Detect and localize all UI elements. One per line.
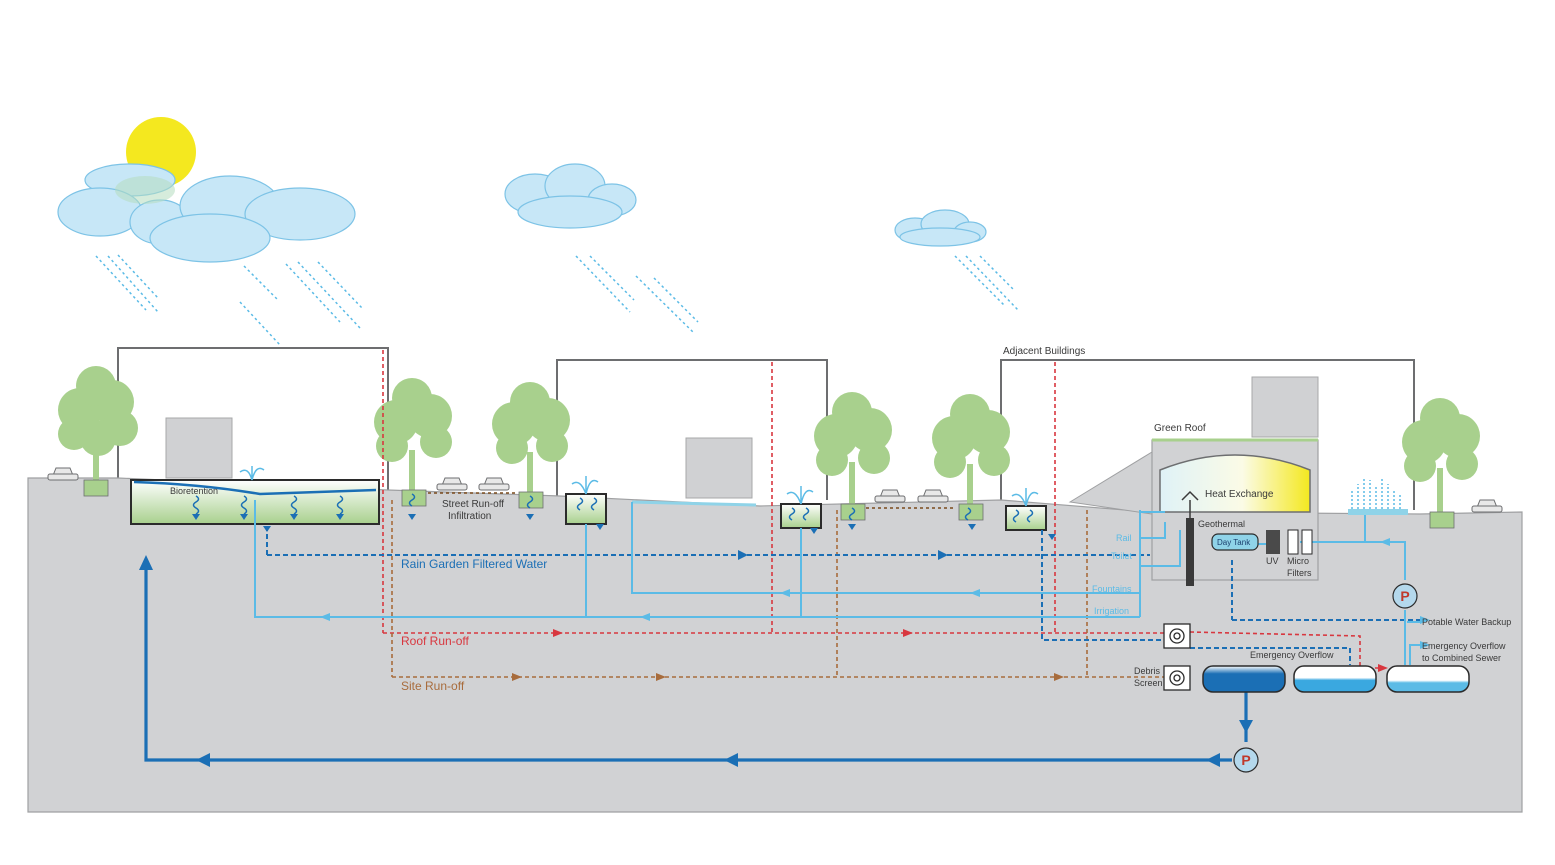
pump-icon: P	[1392, 583, 1418, 609]
overflow-combined-label-1: Emergency Overflow	[1422, 641, 1506, 651]
screen-label: Screen	[1134, 678, 1163, 688]
swale-strip	[631, 500, 757, 507]
irrigation-label: Irrigation	[1094, 606, 1129, 616]
rain-icon	[95, 254, 1019, 346]
fountain-bed	[1348, 509, 1408, 515]
roof-runoff-label: Roof Run-off	[401, 634, 469, 648]
tree-icon	[58, 366, 138, 482]
cloud-medium-icon	[504, 163, 637, 229]
overflow-combined-label-2: to Combined Sewer	[1422, 653, 1501, 663]
debris-screen-icon	[1163, 623, 1191, 691]
drop-arrows	[192, 514, 1056, 540]
roof-runoff-pipes	[382, 350, 1380, 669]
micro-filter-1	[1287, 529, 1299, 555]
toilet-label: Toilet	[1111, 551, 1133, 561]
pump-label: P	[1241, 752, 1250, 768]
trees	[58, 366, 1480, 512]
micro-label: Micro	[1287, 556, 1309, 566]
geothermal-well	[1181, 490, 1199, 586]
building-box-right	[1251, 376, 1319, 438]
building-box-left	[165, 417, 233, 479]
tree-icon	[492, 382, 570, 494]
street-runoff-label: Street Run-off	[442, 499, 504, 510]
return-pipe	[144, 562, 1248, 762]
debris-label: Debris	[1134, 666, 1161, 676]
site-runoff-label: Site Run-off	[401, 679, 465, 693]
bioretention-label: Bioretention	[170, 486, 218, 496]
geothermal-label: Geothermal	[1198, 519, 1245, 529]
cistern-2	[1293, 665, 1377, 693]
filters-label: Filters	[1287, 568, 1312, 578]
rail-label: Rail	[1116, 533, 1132, 543]
building-box-center	[685, 437, 753, 499]
pump-icon: P	[1233, 747, 1259, 773]
heat-exchange-label: Heat Exchange	[1205, 489, 1274, 500]
heat-exchange-dome	[1159, 454, 1311, 513]
day-tank-label: Day Tank	[1217, 538, 1251, 547]
cloud-large-icon	[57, 163, 356, 263]
cisterns	[1202, 665, 1470, 693]
tree-icon	[814, 392, 892, 506]
street-runoff-arrows	[428, 492, 956, 509]
flow-arrows	[139, 538, 1430, 767]
adjacent-buildings-label: Adjacent Buildings	[1003, 346, 1085, 357]
green-roof-label: Green Roof	[1154, 423, 1206, 434]
infiltration-icons	[192, 493, 1034, 523]
car-icons	[47, 467, 1503, 513]
cistern-3	[1386, 665, 1470, 693]
emergency-overflow-label: Emergency Overflow	[1250, 650, 1334, 660]
tree-icon	[374, 378, 452, 492]
cloud-small-icon	[894, 209, 987, 247]
potable-backup-label: Potable Water Backup	[1422, 617, 1511, 627]
uv-unit	[1266, 530, 1280, 554]
fountains-label: Fountains	[1092, 584, 1132, 594]
labels: Adjacent Buildings Green Roof Bioretenti…	[170, 346, 1511, 693]
cistern-1	[1202, 665, 1286, 693]
building-left	[117, 347, 389, 490]
pump-label: P	[1400, 588, 1409, 604]
infiltration-label: Infiltration	[448, 511, 491, 522]
day-tank	[1211, 533, 1259, 551]
micro-filter-2	[1301, 529, 1313, 555]
tree-icon	[932, 394, 1010, 508]
tree-icon	[1402, 398, 1480, 512]
rain-garden-label: Rain Garden Filtered Water	[401, 557, 547, 571]
fountain-icons	[239, 466, 1401, 509]
uv-label: UV	[1266, 556, 1279, 566]
green-roof-ramp	[1068, 451, 1153, 515]
